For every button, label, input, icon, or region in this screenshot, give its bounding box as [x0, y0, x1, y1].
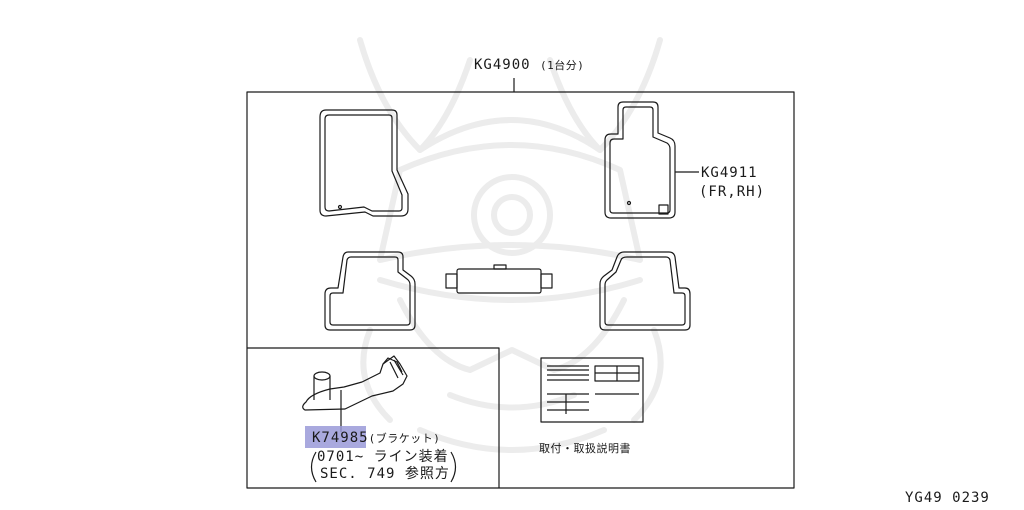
- rear-left-mat: [324, 251, 416, 331]
- figure-id: YG49 0239: [905, 490, 990, 506]
- note-line-1: 0701~ ライン装着: [317, 449, 449, 465]
- main-part-label[interactable]: KG4900 (1台分): [474, 58, 584, 72]
- k74985-detail: (ブラケット): [368, 432, 441, 445]
- manual-label: 取付・取扱説明書: [539, 442, 631, 455]
- main-part-qty: (1台分): [540, 59, 585, 72]
- front-left-mat: [319, 109, 409, 217]
- part-highlight: [305, 426, 366, 448]
- main-part-code: KG4900: [474, 57, 531, 73]
- note-paren-left: [310, 451, 317, 483]
- center-mat: [445, 264, 553, 294]
- manual-drawing: [540, 357, 644, 423]
- sub-frame: [247, 347, 500, 488]
- front-right-mat: [604, 101, 676, 219]
- main-frame: [246, 91, 795, 489]
- k74985-code: K74985: [312, 430, 369, 446]
- k74985-label[interactable]: K74985(ブラケット): [312, 431, 440, 445]
- note-paren-right: [450, 451, 457, 483]
- kg4911-detail: (FR,RH): [699, 184, 766, 200]
- kg4911-code[interactable]: KG4911: [701, 165, 758, 181]
- rear-right-mat: [599, 251, 691, 331]
- bracket-drawing: [302, 355, 408, 432]
- note-line-2: SEC. 749 参照方: [320, 466, 450, 482]
